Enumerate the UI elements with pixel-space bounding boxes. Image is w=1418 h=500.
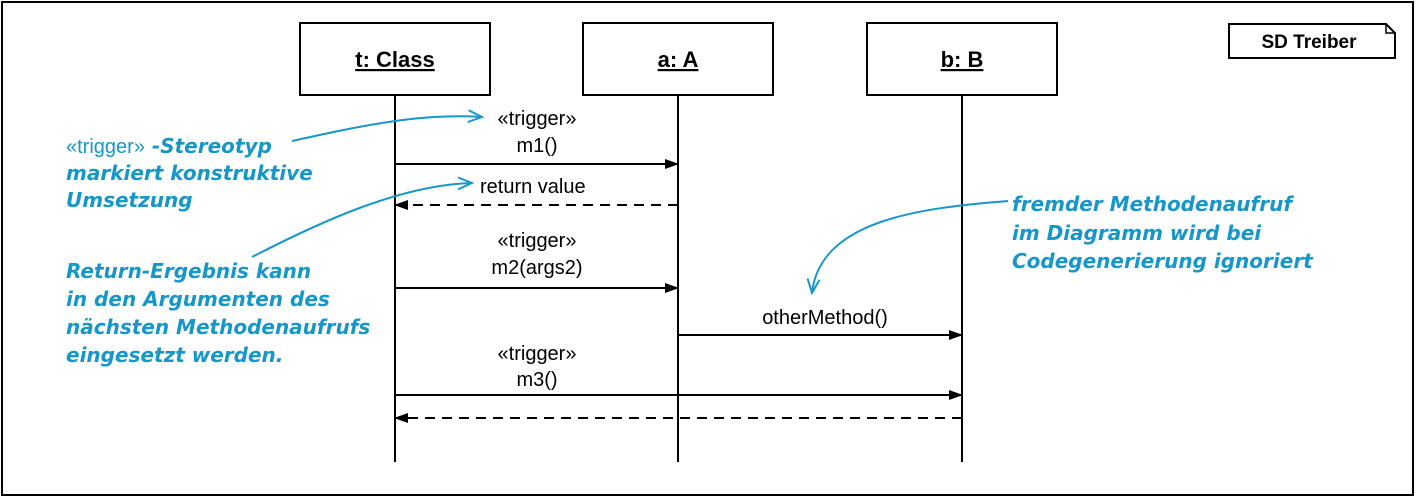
message-stereotype: «trigger»	[498, 230, 577, 252]
note-line: markiert konstruktive	[66, 161, 313, 185]
lifeline-t-class: t: Class	[299, 22, 491, 462]
message-m1: «trigger» m1()	[395, 108, 679, 169]
note-arrow	[291, 116, 482, 142]
note-line: eingesetzt werden.	[66, 343, 283, 367]
lifeline-b-b: b: B	[866, 22, 1058, 462]
message-stereotype: «trigger»	[498, 343, 577, 365]
message-return: return value	[394, 176, 678, 210]
message-label: m2(args2)	[491, 257, 582, 279]
note-arrow	[812, 200, 1009, 293]
note-stereotype-text: «trigger»	[66, 136, 145, 158]
note-line: nächsten Methodenaufrufs	[66, 315, 370, 339]
message-m2: «trigger» m2(args2)	[395, 230, 679, 293]
note-line: Return-Ergebnis kann	[66, 259, 311, 283]
note-line: Codegenerierung ignoriert	[1012, 249, 1314, 273]
lifeline-label: a: A	[658, 47, 699, 72]
message-other-method: otherMethod()	[678, 307, 963, 340]
lifeline-a-a: a: A	[582, 22, 774, 462]
note-return-result: Return-Ergebnis kann in den Argumenten d…	[66, 183, 472, 367]
note-line: in den Argumenten des	[66, 287, 330, 311]
note-arrow	[251, 183, 472, 258]
note-text: -Stereotyp	[145, 134, 272, 158]
message-label: return value	[480, 176, 586, 198]
note-line: im Diagramm wird bei	[1012, 221, 1262, 245]
frame-label: SD Treiber	[1261, 32, 1357, 53]
note-line: Umsetzung	[66, 188, 193, 212]
frame-label-box: SD Treiber	[1228, 23, 1396, 59]
note-line: fremder Methodenaufruf	[1012, 192, 1294, 216]
note-trigger-stereotype: «trigger» -Stereotyp markiert konstrukti…	[66, 116, 482, 212]
note-line: «trigger» -Stereotyp	[66, 134, 272, 158]
message-label: m1()	[516, 135, 557, 157]
lifeline-label: b: B	[941, 47, 984, 72]
note-foreign-method: fremder Methodenaufruf im Diagramm wird …	[812, 192, 1314, 293]
message-stereotype: «trigger»	[498, 108, 577, 130]
lifeline-label: t: Class	[355, 47, 434, 72]
message-label: m3()	[516, 369, 557, 391]
message-m3: «trigger» m3()	[395, 343, 963, 400]
message-label: otherMethod()	[762, 307, 888, 329]
